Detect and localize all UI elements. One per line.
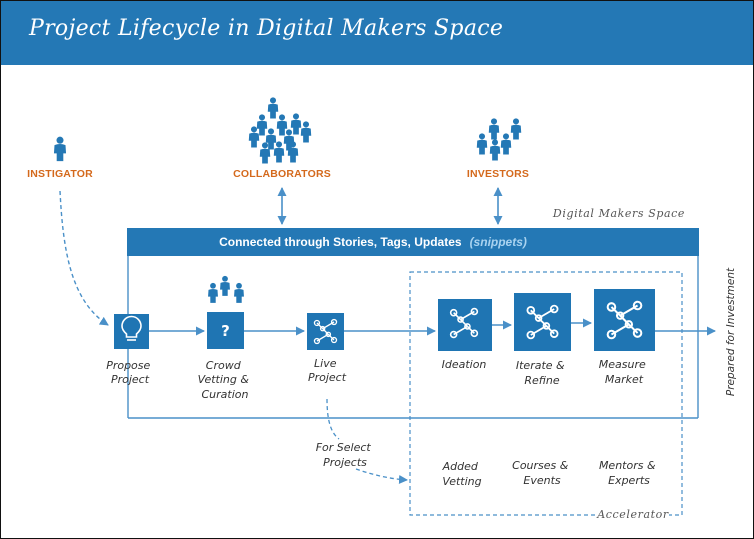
role-collaborators: COLLABORATORS [233, 168, 331, 180]
accelerator-label-bg [597, 507, 669, 521]
crowd-people-icon [208, 275, 244, 303]
prepared-for-investment-label: Prepared for Investment [725, 267, 737, 396]
step-label-ideation: Ideation [442, 358, 487, 371]
band-main-text: Connected through Stories, Tags, Updates [219, 235, 462, 249]
step-measure [594, 289, 655, 351]
accelerator-box [409, 271, 683, 516]
step-label-iterate: Iterate & Refine [516, 359, 568, 387]
step-label-propose: Propose Project [106, 359, 154, 386]
band-text: Connected through Stories, Tags, Updates… [219, 233, 527, 250]
step-live [307, 313, 344, 350]
accelerator-item-mentors: Mentors & Experts [599, 459, 659, 487]
title-bar: Project Lifecycle in Digital Makers Spac… [1, 1, 753, 65]
space-label: Digital Makers Space [552, 207, 685, 220]
step-label-crowd: Crowd Vetting & Curation [198, 359, 253, 401]
role-investors: INVESTORS [467, 168, 529, 180]
instigator-path [59, 190, 109, 326]
band-snippets-text: (snippets) [470, 235, 527, 249]
investors-group-icon [476, 118, 522, 161]
select-projects-note: For Select Projects [316, 441, 375, 469]
role-instigator: INSTIGATOR [27, 168, 93, 180]
question-mark-icon: ? [221, 322, 230, 340]
accelerator-label: Accelerator [596, 508, 669, 521]
step-label-live: Live Project [308, 357, 347, 384]
step-crowd: ? [207, 275, 244, 349]
step-ideation [438, 299, 492, 351]
step-label-measure: Measure Market [599, 358, 650, 386]
page-title: Project Lifecycle in Digital Makers Spac… [29, 16, 504, 41]
connected-band [127, 228, 699, 256]
step-propose [114, 314, 149, 349]
instigator-person-icon [53, 136, 67, 162]
collaborators-crowd-icon [248, 97, 312, 164]
select-projects-path [326, 398, 340, 440]
lightbulb-icon [121, 315, 142, 341]
step-iterate [514, 293, 571, 351]
select-projects-arrow [355, 468, 408, 484]
accelerator-item-courses: Courses & Events [512, 459, 572, 487]
accelerator-item-vetting: Added Vetting [442, 460, 482, 488]
